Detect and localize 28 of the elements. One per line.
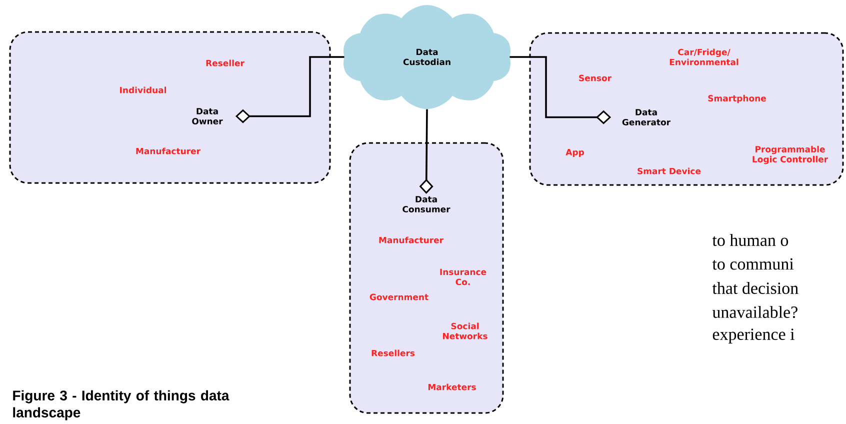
role-label: Manufacturer — [136, 148, 200, 154]
dashed-region — [349, 142, 504, 414]
body-text: experience i — [712, 328, 794, 344]
role-label: Smart Device — [638, 168, 701, 174]
dashed-region — [9, 31, 331, 184]
role-name: Data Consumer — [402, 196, 450, 212]
role-label: Programmable Logic Controller — [752, 146, 828, 164]
figure-caption: Figure 3 - Identity of things data landscape — [13, 390, 230, 420]
cloud: Data Custodian — [344, 5, 510, 109]
body-text: to communi — [712, 258, 794, 270]
dashed-region — [529, 32, 844, 186]
body-text: to human o — [712, 234, 788, 246]
role-label: Manufacturer — [379, 236, 444, 244]
role-label: Reseller — [206, 60, 244, 66]
role-name: Data Generator — [622, 109, 671, 126]
role-label: Social Networks — [443, 322, 488, 340]
role-label: Sensor — [579, 74, 612, 82]
role-label: Individual — [120, 86, 166, 94]
body-text: that decision — [712, 282, 798, 294]
role-label: App — [566, 149, 584, 157]
role-label: Marketers — [428, 384, 476, 390]
role-label: Insurance Co. — [440, 268, 486, 286]
role-label: Resellers — [372, 350, 415, 356]
body-text: unavailable? — [712, 306, 798, 318]
role-label: Car/Fridge/ Environmental — [670, 48, 738, 66]
role-label: Government — [370, 294, 428, 300]
role-name: Data Owner — [192, 108, 223, 124]
role-label: Smartphone — [708, 94, 766, 104]
